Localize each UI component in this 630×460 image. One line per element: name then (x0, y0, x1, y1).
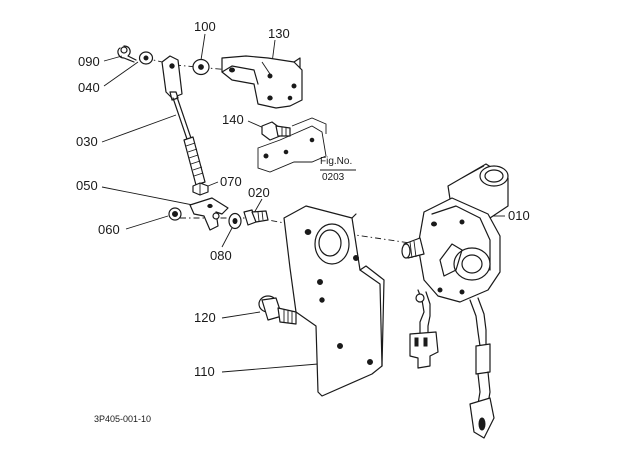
fig-ref-label: Fig.No. (320, 156, 352, 167)
callout-020: 020 (248, 185, 270, 200)
callout-100: 100 (194, 19, 216, 34)
callout-110: 110 (194, 364, 215, 379)
callout-060: 060 (98, 222, 120, 237)
nut-070 (192, 182, 209, 196)
callout-040: 040 (78, 80, 100, 95)
bolt-120 (258, 295, 297, 325)
callout-130: 130 (268, 26, 290, 41)
actuator-010 (401, 163, 509, 439)
washer-080 (228, 212, 242, 230)
nut-060 (168, 207, 182, 221)
bolt-020 (243, 209, 269, 226)
washer-100 (192, 58, 210, 76)
leader-lines (101, 33, 505, 373)
callout-140: 140 (222, 112, 244, 127)
callout-labels: 090 040 100 130 140 030 050 070 020 060 … (76, 19, 530, 379)
callout-010: 010 (508, 208, 530, 223)
drawing-code: 3P405-001-10 (94, 414, 151, 424)
callout-120: 120 (194, 310, 216, 325)
reference-bracket (257, 117, 356, 173)
callout-070: 070 (220, 174, 242, 189)
washer-040 (138, 51, 154, 65)
callout-080: 080 (210, 248, 232, 263)
callout-050: 050 (76, 178, 98, 193)
figure-reference: Fig.No. 0203 (320, 156, 352, 183)
bracket-050 (189, 197, 229, 231)
callout-090: 090 (78, 54, 100, 69)
plate-110 (283, 205, 385, 397)
bolt-140 (261, 121, 291, 141)
callout-030: 030 (76, 134, 98, 149)
bracket-130 (221, 55, 303, 109)
cotter-pin-090 (117, 45, 137, 63)
rod-030 (161, 55, 206, 186)
fig-ref-number: 0203 (322, 172, 345, 183)
